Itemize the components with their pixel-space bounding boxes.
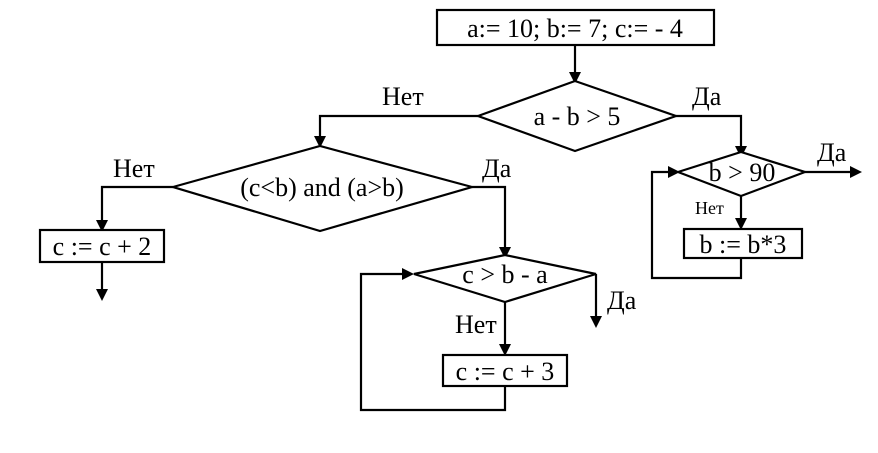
decision-b90: b > 90	[674, 150, 809, 198]
assign-b3-block: b := b*3	[682, 227, 804, 260]
edge-label-cb-yes: Да	[482, 154, 512, 183]
assign-b3-label: b := b*3	[700, 230, 787, 259]
decision-cgt-label: c > b - a	[462, 260, 548, 289]
assign-c3-block: c := c + 3	[441, 353, 569, 388]
edge-label-b90-no: Нет	[695, 198, 724, 218]
decision-main-label: a - b > 5	[534, 102, 621, 131]
assign-b3-box	[682, 227, 804, 260]
decision-b90-shape	[674, 150, 809, 198]
decision-cb-shape	[169, 144, 477, 233]
edge-label-cb-no: Нет	[113, 154, 155, 183]
arrowhead-down-main	[569, 72, 581, 84]
arrowhead-down-after-c2	[96, 289, 108, 301]
decision-main: a - b > 5	[474, 79, 680, 153]
edge-label-cgt-yes: Да	[607, 286, 637, 315]
edge-main-yes	[676, 114, 743, 150]
edge-loop-b3	[650, 170, 743, 280]
init-box	[435, 8, 716, 47]
edge-label-main-no: Нет	[382, 82, 424, 111]
decision-cb: (c<b) and (a>b)	[169, 144, 477, 233]
assign-c2-box	[38, 228, 166, 264]
decision-b90-label: b > 90	[709, 158, 776, 187]
arrowhead-right-loop-c3	[402, 268, 414, 280]
edge-label-cgt-no: Нет	[455, 310, 497, 339]
arrowhead-down-cgt-yes	[590, 316, 602, 328]
assign-c3-box	[441, 353, 569, 388]
edge-label-b90-yes: Да	[817, 138, 847, 167]
connectors	[100, 45, 852, 412]
decision-cb-label: (c<b) and (a>b)	[240, 173, 404, 202]
arrowheads	[96, 72, 862, 356]
arrowhead-right-b90-yes	[850, 166, 862, 178]
decision-main-shape	[474, 79, 680, 153]
arrowhead-down-c2	[96, 220, 108, 232]
arrowhead-down-cgt	[499, 247, 511, 259]
assign-c2-label: c := c + 2	[53, 232, 152, 261]
arrowhead-down-c3	[499, 344, 511, 356]
init-block: a:= 10; b:= 7; c:= - 4	[435, 8, 716, 47]
init-label: a:= 10; b:= 7; c:= - 4	[467, 14, 683, 43]
edge-cb-yes	[472, 185, 507, 250]
assign-c3-label: c := c + 3	[456, 357, 555, 386]
assign-c2-block: c := c + 2	[38, 228, 166, 264]
arrowhead-right-loop-b3	[668, 166, 680, 178]
arrowhead-down-b3	[735, 218, 747, 230]
edge-main-no	[318, 114, 478, 140]
edge-label-main-yes: Да	[692, 82, 722, 111]
edge-loop-c3	[359, 272, 507, 412]
decision-cgt: c > b - a	[413, 253, 597, 304]
decision-cgt-shape	[413, 253, 597, 304]
edge-cb-no	[100, 185, 173, 222]
arrowhead-down-cb	[314, 136, 326, 148]
edge-labels: Нет Да Нет Да Нет Да Нет Да	[113, 82, 847, 339]
